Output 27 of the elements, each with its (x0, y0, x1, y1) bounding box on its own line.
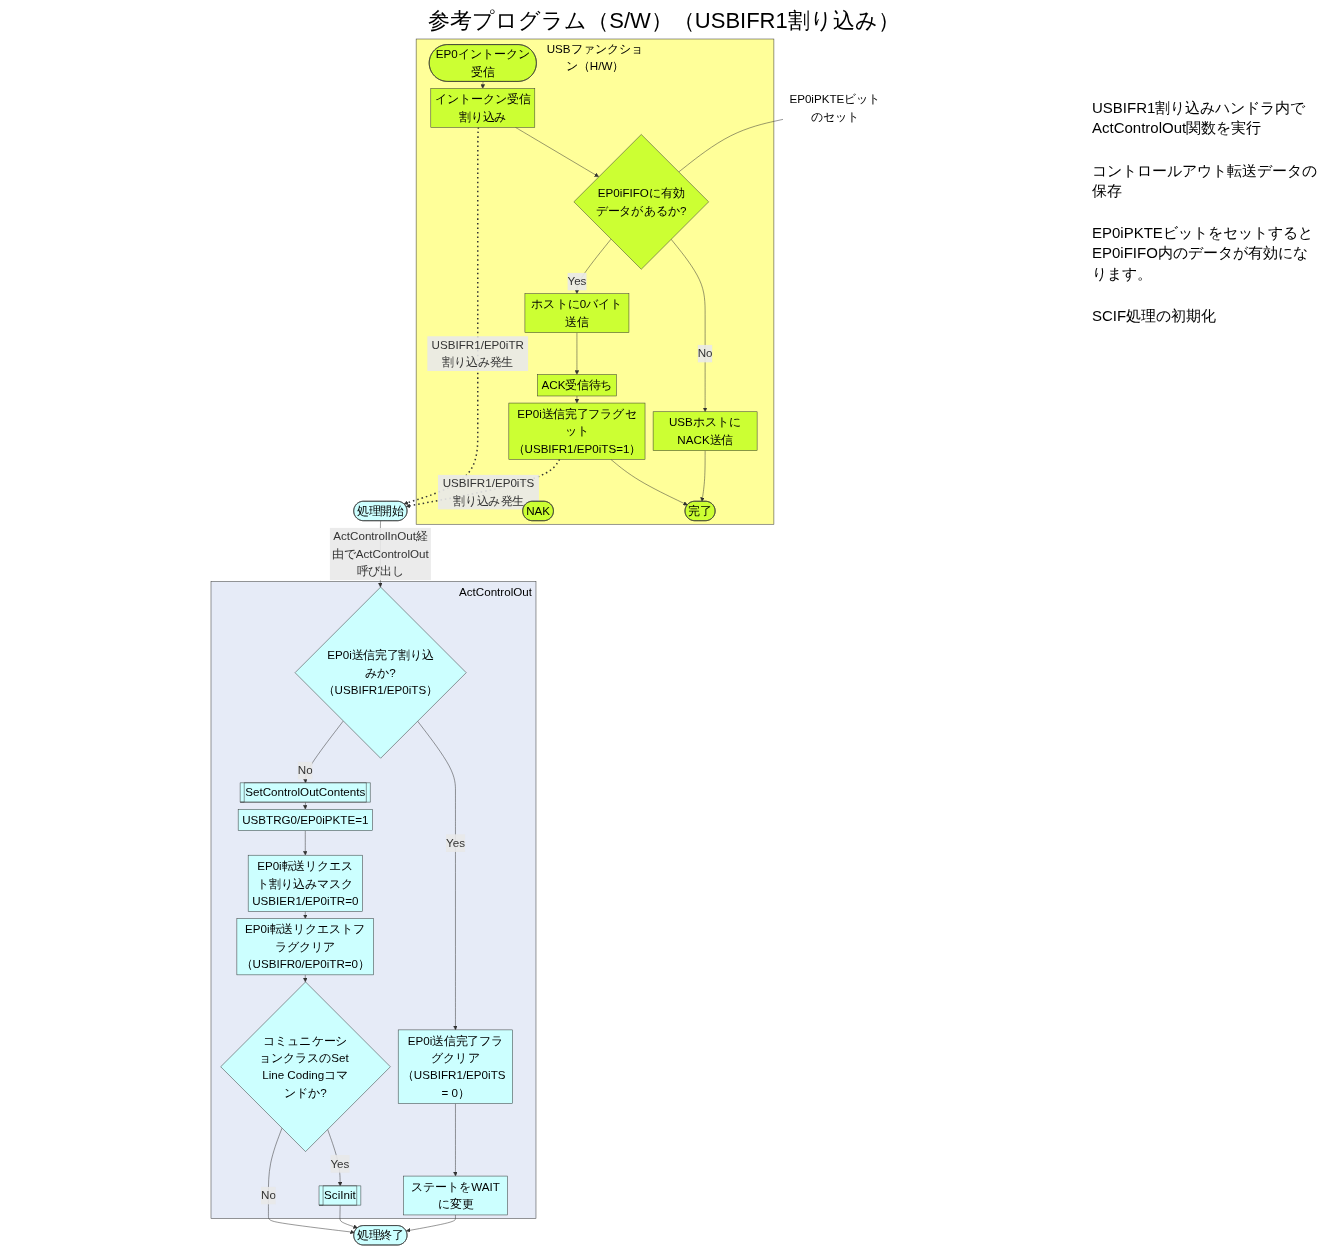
node-box: EP0i送信完了フラグクリア（USBIFR1/EP0iTS = 0） (397, 1029, 513, 1104)
node-box: USBホストにNACK送信 (652, 411, 758, 451)
node-box: ステートをWAITに変更 (403, 1175, 508, 1216)
note-text: SCIF処理の初期化 (1092, 305, 1218, 326)
edge-label: ActControlInOut経由でActControlOut呼び出し (332, 529, 429, 578)
node-diamond: EP0iFIFOに有効データがあるか? (573, 134, 709, 270)
node-text: EP0iPKTEビットのセット (789, 92, 881, 124)
edge-label: Yes (445, 836, 465, 850)
diagram-title: 参考プログラム（S/W）（USBIFR1割り込み） (428, 7, 900, 35)
node-box: EP0i送信完了フラグセット（USBIFR1/EP0iTS=1） (508, 402, 646, 460)
node-box: EP0i転送リクエストフラグクリア（USBIFR0/EP0iTR=0） (236, 918, 374, 976)
node-box: ACK受信待ち (537, 374, 617, 397)
arrow (303, 802, 308, 810)
note-text: コントロールアウト転送データの保存 (1092, 160, 1318, 201)
node-box: USBTRG0/EP0iPKTE=1 (237, 809, 373, 831)
edge-label: Yes (330, 1157, 350, 1171)
edge-label: No (297, 763, 313, 777)
edge-label: No (697, 346, 713, 361)
node-box: イントークン受信割り込み (430, 88, 536, 128)
edge-label: Yes (567, 274, 587, 288)
note-text: USBIFR1割り込みハンドラ内でActControlOut関数を実行 (1092, 98, 1307, 139)
edge-label: USBIFR1/EP0iTR割り込み発生 (431, 338, 524, 369)
node-box: ホストに0バイト送信 (524, 293, 630, 333)
edge-label: No (261, 1188, 276, 1202)
node-diamond: コミュニケーションクラスのSet Line Codingコマンドか? (220, 981, 391, 1152)
node-box: EP0i転送リクエスト割り込みマスクUSBIER1/EP0iTR=0 (247, 854, 363, 912)
note-text: EP0iPKTEビットをセットするとEP0iFIFO内のデータが有効になります。 (1092, 223, 1314, 284)
